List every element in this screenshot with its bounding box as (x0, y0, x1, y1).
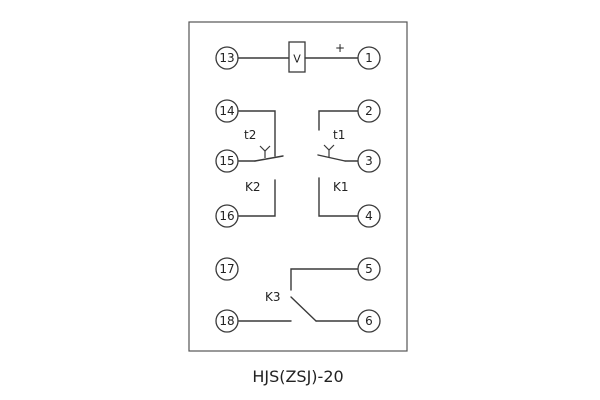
positive-polarity-mark: + (335, 41, 345, 55)
terminal-6: 6 (357, 309, 381, 333)
k3-wire-5 (290, 268, 359, 291)
terminal-14-label: 14 (219, 104, 234, 118)
model-caption: HJS(ZSJ)-20 (252, 367, 343, 386)
terminal-4: 4 (357, 204, 381, 228)
k3-contact-label: K3 (265, 290, 281, 304)
terminal-3-label: 3 (365, 154, 373, 168)
voltage-meter (288, 41, 306, 73)
k1-contact-label: K1 (333, 180, 349, 194)
terminal-18: 18 (215, 309, 239, 333)
terminal-15-label: 15 (219, 154, 234, 168)
terminal-17: 17 (215, 257, 239, 281)
t2-timer-icon (259, 145, 271, 152)
t1-timer-label: t1 (333, 128, 345, 142)
terminal-14: 14 (215, 99, 239, 123)
k2-contact-label: K2 (245, 180, 261, 194)
k2-wire-14 (238, 110, 276, 157)
terminal-2: 2 (357, 99, 381, 123)
terminal-13-label: 13 (219, 51, 234, 65)
k1-wire-2 (318, 110, 359, 131)
terminal-1: 1 (357, 46, 381, 70)
terminal-5: 5 (357, 257, 381, 281)
relay-panel (188, 21, 408, 352)
k1-moving-contact (317, 154, 346, 162)
terminal-5-label: 5 (365, 262, 373, 276)
terminal-3: 3 (357, 149, 381, 173)
k3-moving-contact (290, 296, 317, 322)
terminal-16-label: 16 (219, 209, 234, 223)
terminal-17-label: 17 (219, 262, 234, 276)
t2-timer-label: t2 (244, 128, 256, 142)
k2-wire-16 (238, 179, 276, 217)
terminal-18-label: 18 (219, 314, 234, 328)
terminal-13: 13 (215, 46, 239, 70)
voltage-meter-label: V (293, 53, 301, 66)
terminal-16: 16 (215, 204, 239, 228)
k1-wire-4 (318, 177, 359, 217)
k2-moving-contact (254, 155, 284, 162)
terminal-6-label: 6 (365, 314, 373, 328)
terminal-2-label: 2 (365, 104, 373, 118)
terminal-15: 15 (215, 149, 239, 173)
terminal-4-label: 4 (365, 209, 373, 223)
terminal-1-label: 1 (365, 51, 373, 65)
t1-timer-icon (323, 144, 335, 151)
